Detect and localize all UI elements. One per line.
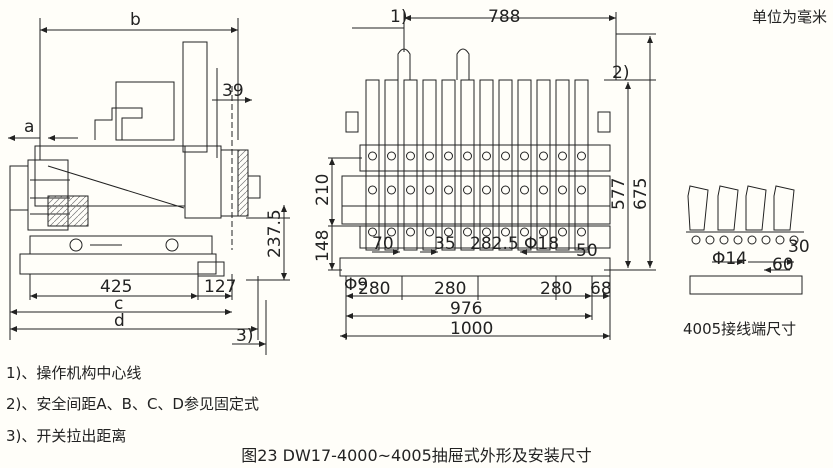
- pole-bar: [441, 79, 456, 251]
- dim-237-5: 237.5: [265, 209, 285, 258]
- dim-c: c: [114, 294, 123, 314]
- terminal-view: [686, 185, 804, 295]
- terminal-hole: [463, 185, 472, 195]
- terminal-hole: [444, 151, 453, 161]
- terminal-hole: [406, 185, 415, 195]
- note-ref-2: 2): [612, 63, 629, 83]
- dim-35: 35: [434, 234, 456, 254]
- pole-bar: [384, 79, 399, 251]
- pole-bar: [498, 79, 513, 251]
- terminal-hole: [482, 151, 491, 161]
- terminal-hole: [520, 151, 529, 161]
- note-1: 1)、操作机构中心线: [6, 364, 142, 382]
- dim-1000: 1000: [450, 319, 493, 339]
- front-view: [328, 12, 656, 340]
- terminal-hole: [577, 185, 586, 195]
- terminal-hole: [406, 151, 415, 161]
- dim-788: 788: [488, 7, 520, 27]
- terminal-hole: [501, 185, 510, 195]
- terminal-hole: [368, 151, 377, 161]
- terminal-hole: [444, 227, 453, 237]
- side-view-labels: b a 39 237.5 425 127 c d 3): [24, 10, 285, 346]
- dim-30: 30: [788, 237, 810, 257]
- terminal-hole: [387, 151, 396, 161]
- terminal-view-labels: Φ14 30 60: [712, 237, 810, 275]
- dim-b: b: [130, 10, 141, 30]
- terminal-hole: [539, 185, 548, 195]
- dim-577: 577: [609, 178, 629, 210]
- dim-phi18: Φ18: [524, 234, 559, 254]
- dim-d: d: [114, 311, 125, 331]
- pole-bar: [574, 79, 589, 251]
- terminal-hole: [406, 227, 415, 237]
- pole-bar: [365, 79, 380, 251]
- terminal-hole: [463, 151, 472, 161]
- dim-280-a: 280: [358, 279, 390, 299]
- dim-127: 127: [204, 277, 236, 297]
- pole-bar: [422, 79, 437, 251]
- terminal-hole: [501, 151, 510, 161]
- terminal-hole: [558, 151, 567, 161]
- terminal-hole: [539, 151, 548, 161]
- terminal-hole: [444, 185, 453, 195]
- pole-bar: [555, 79, 570, 251]
- dim-976: 976: [450, 299, 482, 319]
- terminal-hole: [387, 227, 396, 237]
- note-ref-3: 3): [236, 326, 253, 346]
- dim-675: 675: [631, 178, 651, 210]
- dim-70: 70: [372, 234, 394, 254]
- side-view: [7, 18, 290, 355]
- dim-phi14: Φ14: [712, 249, 747, 269]
- dim-a: a: [24, 117, 34, 137]
- dim-425: 425: [100, 277, 132, 297]
- pole-bar: [479, 79, 494, 251]
- terminal-hole: [520, 185, 529, 195]
- dim-148: 148: [313, 230, 333, 262]
- terminal-hole: [425, 227, 434, 237]
- dim-50: 50: [576, 241, 598, 261]
- terminal-hole: [368, 227, 377, 237]
- terminal-hole: [368, 185, 377, 195]
- note-ref-1: 1): [390, 7, 407, 27]
- front-view-labels: 1) 788 2) 577 675 210 148 70 35 282.5 Φ1…: [313, 7, 651, 339]
- terminal-hole: [482, 227, 491, 237]
- terminal-hole: [425, 185, 434, 195]
- terminal-hole: [463, 227, 472, 237]
- terminal-caption: 4005接线端尺寸: [683, 320, 797, 338]
- terminal-hole: [558, 227, 567, 237]
- dim-phi9: Φ9: [344, 275, 368, 295]
- pole-bar: [536, 79, 551, 251]
- terminal-hole: [577, 227, 586, 237]
- unit-label: 单位为毫米: [751, 8, 827, 26]
- terminal-hole: [425, 151, 434, 161]
- terminal-hole: [387, 185, 396, 195]
- terminal-hole: [520, 227, 529, 237]
- terminal-hole: [482, 185, 491, 195]
- pole-bar: [460, 79, 475, 251]
- figure-caption: 图23 DW17-4000~4005抽屉式外形及安装尺寸: [241, 446, 592, 465]
- terminal-hole: [577, 151, 586, 161]
- terminal-hole: [558, 185, 567, 195]
- dim-39: 39: [222, 81, 244, 101]
- dim-68: 68: [590, 279, 612, 299]
- note-3: 3)、开关拉出距离: [6, 427, 127, 445]
- dim-60: 60: [772, 255, 794, 275]
- terminal-hole: [539, 227, 548, 237]
- note-2: 2)、安全间距A、B、C、D参见固定式: [6, 395, 259, 413]
- dim-280-b: 280: [434, 279, 466, 299]
- dim-280-c: 280: [540, 279, 572, 299]
- terminal-hole: [501, 227, 510, 237]
- dim-210: 210: [313, 174, 333, 206]
- pole-bar: [403, 79, 418, 251]
- dim-282-5: 282.5: [470, 234, 519, 254]
